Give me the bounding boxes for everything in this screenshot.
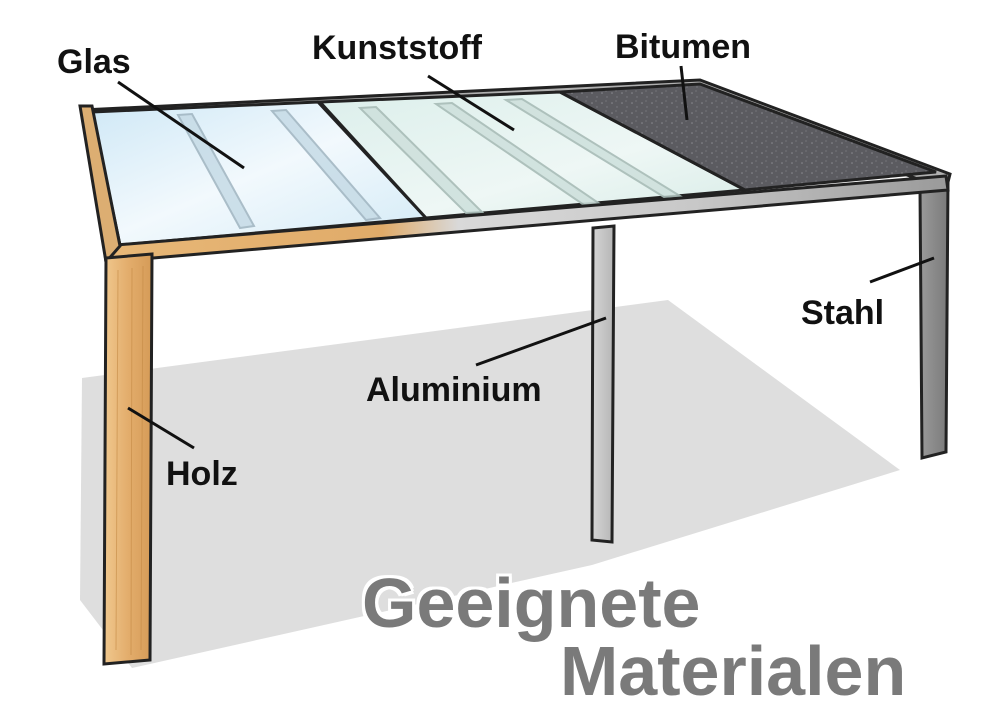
title-line-1: Geeignete [362,564,701,642]
label-holz: Holz [166,455,238,493]
label-stahl: Stahl [801,294,885,332]
title-line-2: Materialen [560,632,907,710]
wood-post [102,252,154,666]
label-bitumen: Bitumen [615,28,751,66]
ground-shadow [80,300,900,668]
label-aluminium: Aluminium [366,371,542,409]
left-side-beam [78,104,122,266]
glass-rafters [176,108,382,230]
label-kunststoff: Kunststoff [312,29,482,67]
aluminium-post [590,224,616,544]
wood-grain [115,265,144,656]
plastic-rafters [357,97,684,215]
bitumen-panel [554,82,937,192]
steel-post [918,178,950,460]
label-glas: Glas [57,43,131,81]
leader-lines [117,65,935,450]
